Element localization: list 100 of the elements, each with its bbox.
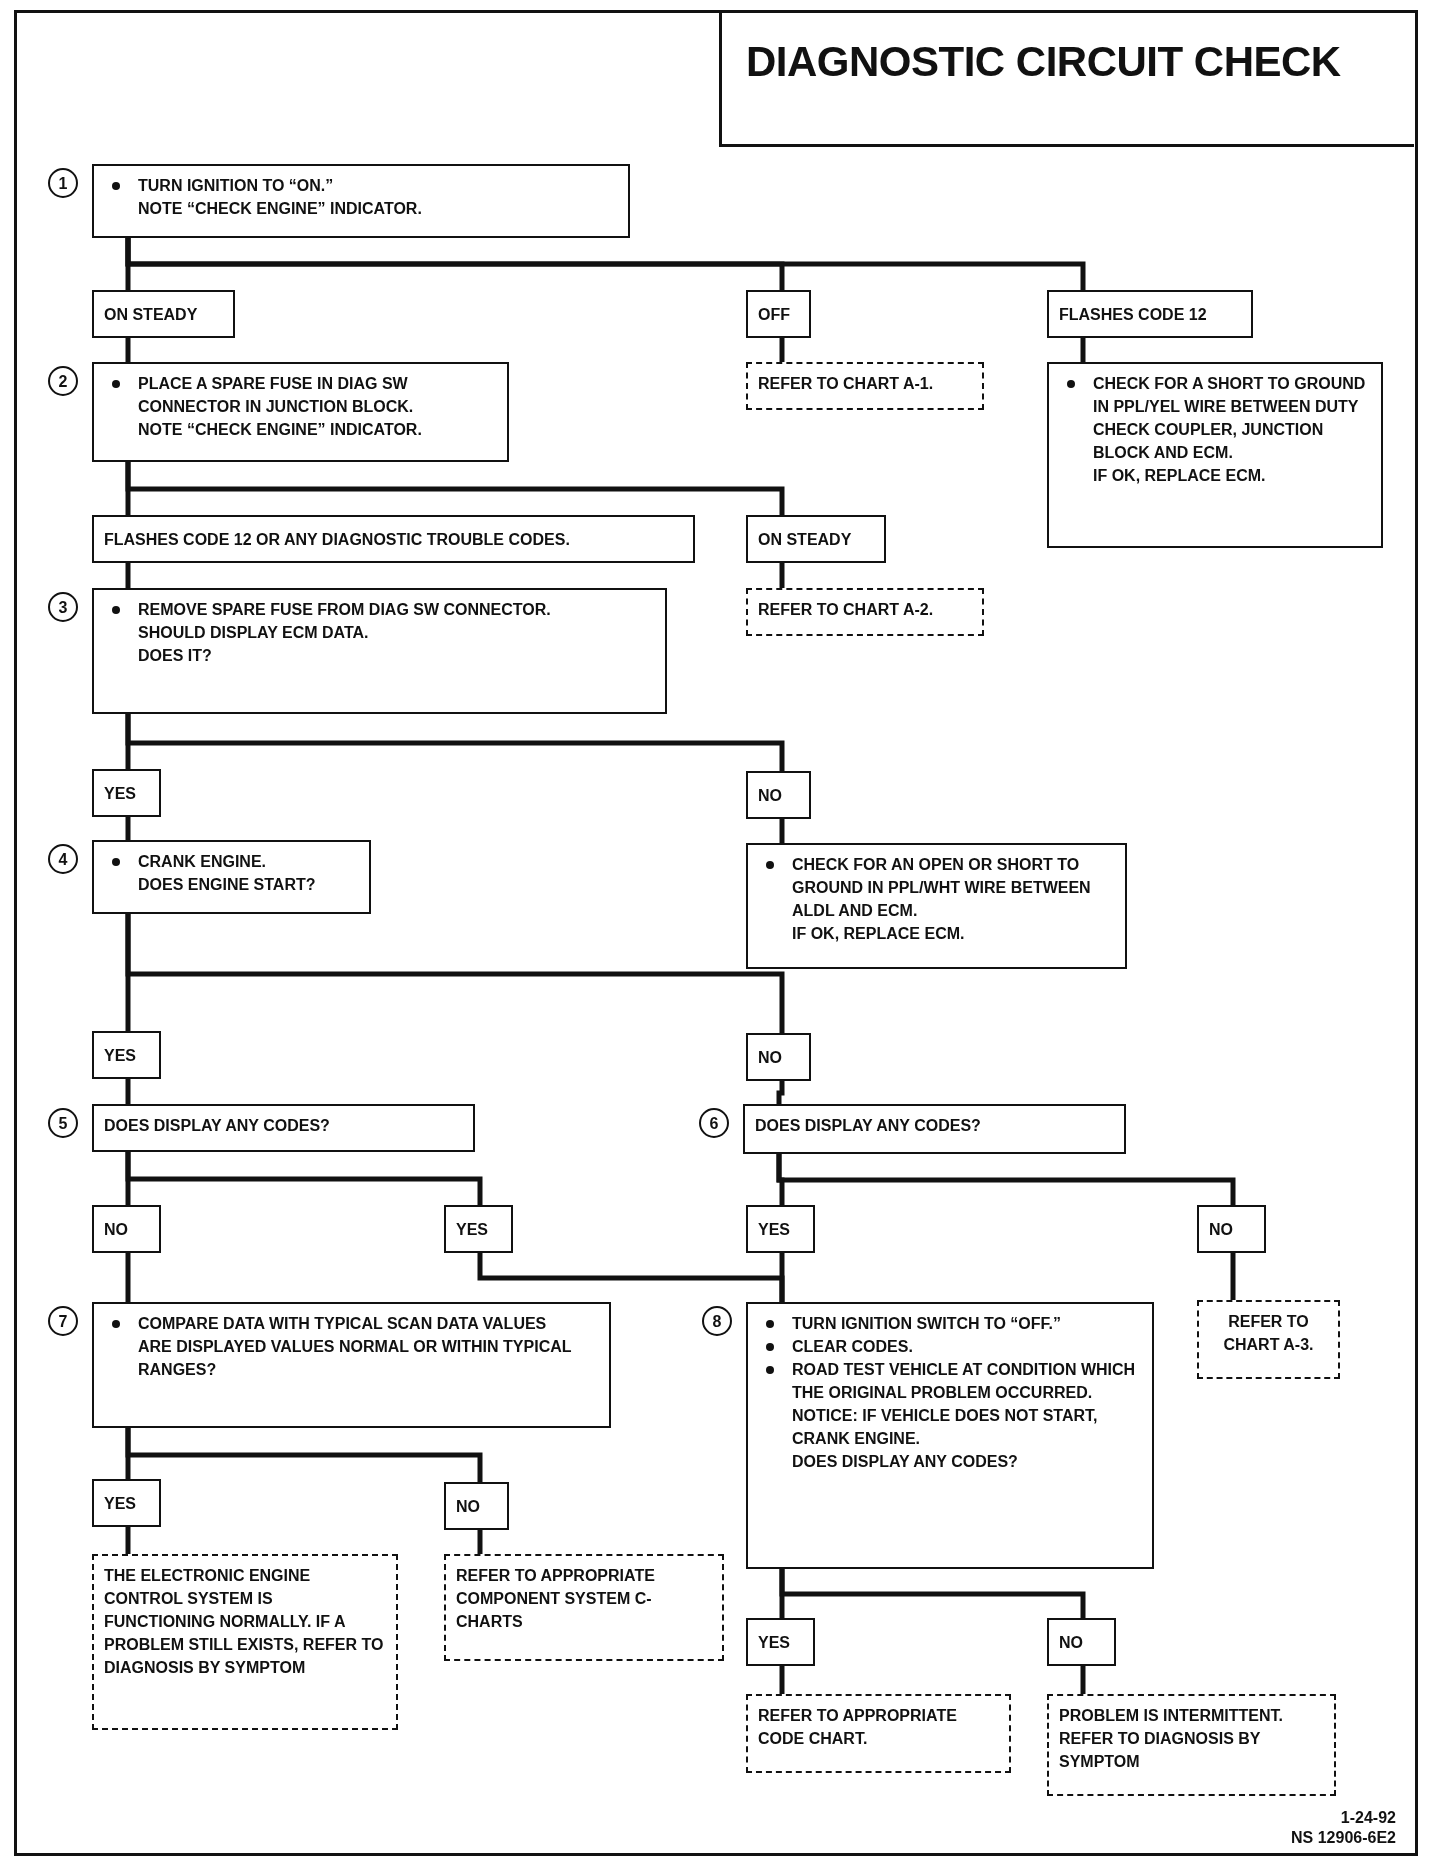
connector-line: [776, 1081, 785, 1104]
result-box: [92, 1554, 398, 1730]
step-text: ROAD TEST VEHICLE AT CONDITION WHICH THE ORIGINAL PROBLEM OCCURRED.: [792, 1360, 1137, 1403]
connector-line: [779, 1253, 785, 1302]
step-number: 5: [48, 1108, 78, 1138]
step-text: REFER TO CHART A-3.: [1222, 1312, 1315, 1355]
result-box: [444, 1554, 724, 1661]
branch-label-box: [746, 1033, 811, 1081]
branch-label: YES: [104, 784, 137, 804]
branch-label: YES: [104, 1046, 137, 1066]
step-box: [92, 588, 667, 714]
branch-label-box: [444, 1482, 509, 1530]
step-text: DOES DISPLAY ANY CODES?: [104, 1116, 331, 1136]
question-box: [92, 1104, 475, 1152]
step-text: REFER TO CHART A-2.: [758, 600, 935, 620]
step-number: 4: [48, 844, 78, 874]
step-text: DOES IT?: [138, 646, 213, 666]
step-text: IF OK, REPLACE ECM.: [1093, 466, 1267, 486]
branch-label-box: [92, 1205, 161, 1253]
step-box: [92, 362, 509, 462]
step-text: NOTE “CHECK ENGINE” INDICATOR.: [138, 199, 423, 219]
connector-line: [779, 819, 785, 843]
branch-label: NO: [1209, 1220, 1234, 1240]
step-text: CHECK FOR A SHORT TO GROUND IN PPL/YEL WIRE BETWEEN DUTY CHECK COUPLER, JUNCTION BLOCK AND ECM.: [1093, 374, 1367, 463]
step-text: ARE DISPLAYED VALUES NORMAL OR WITHIN TYPICAL RANGES?: [138, 1337, 573, 1380]
branch-label: YES: [456, 1220, 489, 1240]
step-box: [92, 1302, 611, 1428]
branch-label: FLASHES CODE 12: [1059, 305, 1208, 325]
branch-label-box: [746, 290, 811, 338]
connector-line: [477, 1530, 483, 1554]
step-box: [746, 1302, 1154, 1569]
branch-label-box: [1197, 1205, 1266, 1253]
connector-line: [1080, 338, 1086, 362]
branch-label-box: [746, 515, 886, 563]
step-text: PROBLEM IS INTERMITTENT. REFER TO DIAGNOSIS BY SYMPTOM: [1059, 1706, 1284, 1772]
connector-line: [125, 1253, 131, 1302]
branch-label-box: [444, 1205, 513, 1253]
step-number: 7: [48, 1306, 78, 1336]
branch-label: YES: [104, 1494, 137, 1514]
connector-line: [1080, 1666, 1086, 1694]
branch-label-box: [746, 1618, 815, 1666]
connector-line: [125, 817, 131, 840]
step-text: REMOVE SPARE FUSE FROM DIAG SW CONNECTOR.: [138, 600, 552, 620]
branch-label: OFF: [758, 305, 791, 325]
branch-label: ON STEADY: [758, 530, 853, 550]
connector-line: [779, 1666, 785, 1694]
connector-line: [125, 1152, 483, 1205]
branch-label: NO: [1059, 1633, 1084, 1653]
branch-label: NO: [456, 1497, 481, 1517]
connector-line: [776, 1154, 1236, 1205]
connector-line: [125, 914, 785, 1033]
connector-line: [1230, 1253, 1236, 1300]
branch-label-box: [92, 1031, 161, 1079]
step-box: [746, 843, 1127, 969]
step-text: NOTICE: IF VEHICLE DOES NOT START, CRANK ENGINE.: [792, 1406, 1099, 1449]
branch-label: FLASHES CODE 12 OR ANY DIAGNOSTIC TROUBLE CODES.: [104, 530, 571, 550]
step-number: 1: [48, 168, 78, 198]
step-text: REFER TO APPROPRIATE COMPONENT SYSTEM C-CHARTS: [456, 1566, 656, 1632]
result-box: [746, 362, 984, 410]
step-text: REFER TO CHART A-1.: [758, 374, 935, 394]
connector-line: [125, 238, 1086, 290]
step-box: [92, 840, 371, 914]
branch-label: NO: [758, 1048, 783, 1068]
connector-line: [125, 338, 131, 362]
branch-label-box: [1047, 1618, 1116, 1666]
connector-line: [779, 1569, 1086, 1618]
result-box: [746, 588, 984, 636]
step-text: IF OK, REPLACE ECM.: [792, 924, 966, 944]
step-text: SHOULD DISPLAY ECM DATA.: [138, 623, 370, 643]
connector-line: [779, 338, 785, 362]
footer-note: 1-24-92: [1339, 1808, 1396, 1828]
branch-label-box: [746, 771, 811, 819]
branch-label-box: [1047, 290, 1253, 338]
connector-line: [125, 563, 131, 588]
step-text: CHECK FOR AN OPEN OR SHORT TO GROUND IN PPL/WHT WIRE BETWEEN ALDL AND ECM.: [792, 855, 1092, 921]
step-number: 3: [48, 592, 78, 622]
connector-line: [125, 1527, 131, 1554]
step-text: COMPARE DATA WITH TYPICAL SCAN DATA VALUES: [138, 1314, 548, 1334]
branch-label-box: [746, 1205, 815, 1253]
question-box: [743, 1104, 1126, 1154]
branch-label: NO: [758, 786, 783, 806]
step-number: 8: [702, 1306, 732, 1336]
step-text: TURN IGNITION TO “ON.”: [138, 176, 335, 196]
step-text: THE ELECTRONIC ENGINE CONTROL SYSTEM IS FUNCTIONING NORMALLY. IF A PROBLEM STILL EXISTS, REFER TO DIAGNOSIS BY SYMPTOM: [104, 1566, 385, 1678]
branch-label: ON STEADY: [104, 305, 199, 325]
step-text: PLACE A SPARE FUSE IN DIAG SW CONNECTOR IN JUNCTION BLOCK.: [138, 374, 415, 417]
step-text: REFER TO APPROPRIATE CODE CHART.: [758, 1706, 958, 1749]
step-text: NOTE “CHECK ENGINE” INDICATOR.: [138, 420, 423, 440]
branch-label-box: [92, 1479, 161, 1527]
footer-note: NS 12906-6E2: [1291, 1828, 1396, 1848]
connector-line: [125, 1428, 483, 1482]
branch-label: NO: [104, 1220, 129, 1240]
step-text: DOES ENGINE START?: [138, 875, 317, 895]
diagram-title: DIAGNOSTIC CIRCUIT CHECK: [746, 38, 1342, 86]
connector-line: [125, 1079, 131, 1104]
result-box: [1197, 1300, 1340, 1379]
connector-line: [779, 563, 785, 588]
step-number: 6: [699, 1108, 729, 1138]
branch-label-box: [92, 769, 161, 817]
step-text: TURN IGNITION SWITCH TO “OFF.”: [792, 1314, 1063, 1334]
